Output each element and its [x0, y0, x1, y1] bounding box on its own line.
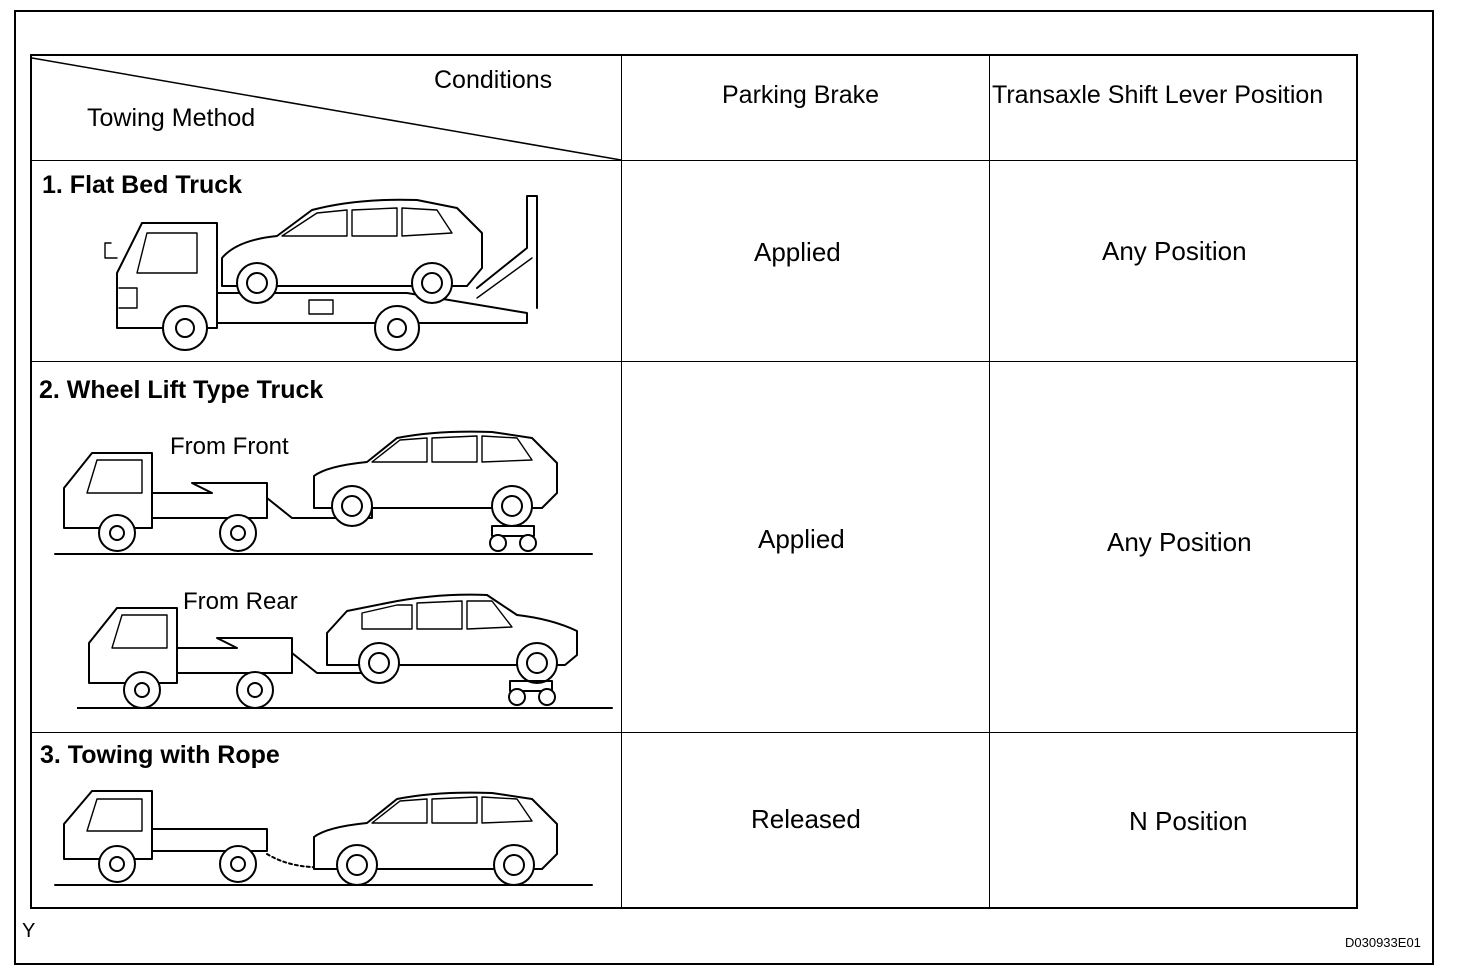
parking-brake-flat-bed: Applied	[754, 237, 841, 267]
row-divider-header	[32, 160, 1356, 161]
shift-lever-flat-bed: Any Position	[1102, 236, 1247, 266]
row-divider-2	[32, 732, 1356, 733]
conditions-label: Conditions	[434, 66, 553, 94]
figure-code: D030933E01	[1345, 935, 1421, 950]
label-from-front: From Front	[170, 433, 289, 460]
towing-method-label: Towing Method	[87, 104, 256, 132]
shift-lever-rope: N Position	[1129, 806, 1248, 836]
row-title-flat-bed: 1. Flat Bed Truck	[42, 171, 243, 199]
parking-brake-rope: Released	[751, 804, 861, 834]
corner-mark: Y	[22, 920, 36, 942]
column-divider-1	[621, 56, 622, 907]
towing-table: Conditions Towing Method Parking Brake T…	[30, 54, 1358, 909]
wheel-lift-truck-front-icon	[54, 430, 593, 555]
label-from-rear: From Rear	[183, 588, 298, 615]
parking-brake-header: Parking Brake	[722, 81, 880, 109]
flat-bed-truck-icon	[104, 195, 538, 351]
row-divider-1	[32, 361, 1356, 362]
rope-tow-truck-icon	[54, 790, 593, 886]
shift-lever-header: Transaxle Shift Lever Position	[992, 81, 1324, 109]
header-diagonal	[32, 57, 622, 161]
parking-brake-wheel-lift: Applied	[758, 524, 845, 554]
shift-lever-wheel-lift: Any Position	[1107, 527, 1252, 557]
column-divider-2	[989, 56, 990, 907]
row-title-rope: 3. Towing with Rope	[40, 741, 280, 769]
wheel-lift-truck-rear-icon	[77, 593, 613, 709]
row-title-wheel-lift: 2. Wheel Lift Type Truck	[39, 376, 324, 404]
figure-frame	[14, 10, 1434, 965]
